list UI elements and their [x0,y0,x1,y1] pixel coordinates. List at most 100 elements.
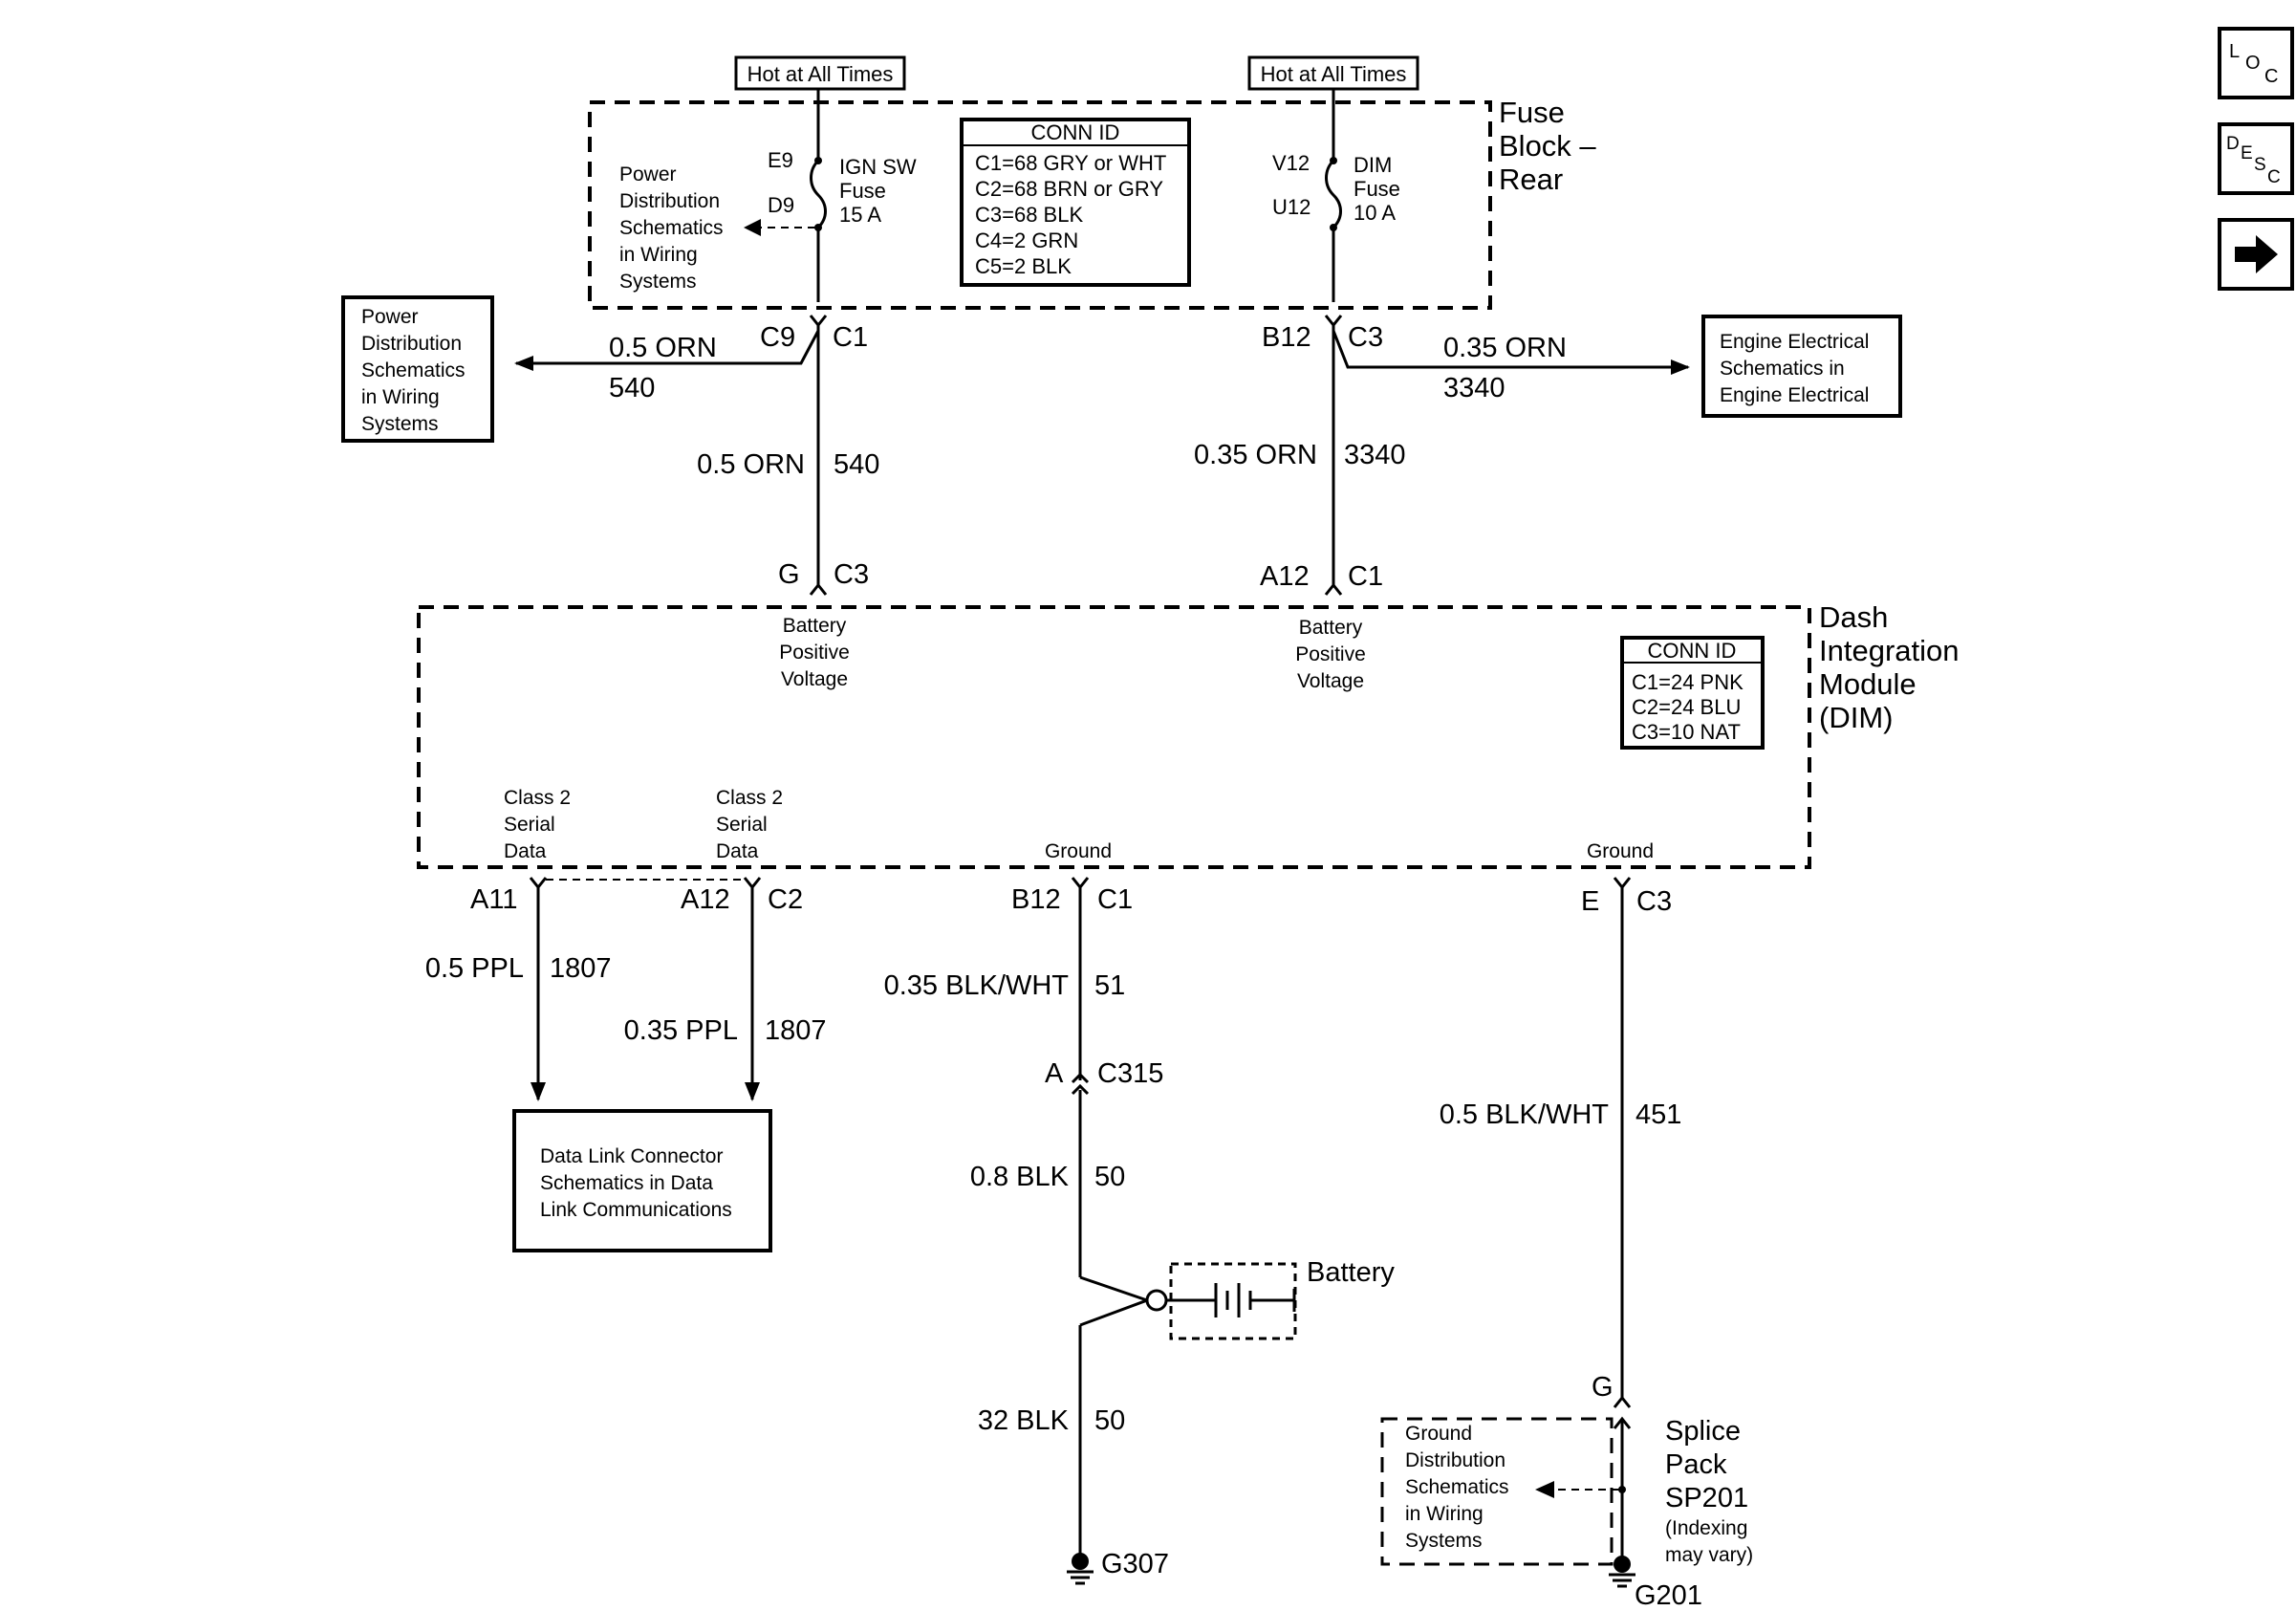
splice-node-icon [1618,1486,1626,1493]
ground-distribution-ref[interactable]: Ground Distribution Schematics in Wiring… [1405,1423,1509,1552]
conn-id-row: C3=10 NAT [1632,720,1741,744]
connector-pin-icon [1071,1083,1090,1096]
power-ref-box-line: Systems [361,413,439,435]
wire-color-label: 0.35 PPL [624,1015,738,1046]
conn-id-row: C5=2 BLK [975,254,1072,278]
battery: Battery [1166,1257,1395,1340]
engine-electrical-ref-box[interactable]: Engine Electrical Schematics in Engine E… [1701,315,1902,418]
pin-c9-label: C9 [760,322,795,353]
connector-pin-icon [529,877,548,890]
lower-wiring: A11 A12 C2 B12 C1 E C3 0.5 PPL 1807 0.35… [425,877,1753,1611]
power-ref-line: Schematics [619,217,724,239]
power-ref-box-outline [341,295,494,443]
desc-icon: D E S C [2226,134,2281,187]
connector-c3-label: C3 [1348,322,1383,353]
fuse-block-title-line: Block – [1499,129,1596,163]
pin-b12-label: B12 [1262,322,1311,353]
ground-ref-line: Schematics [1405,1476,1509,1498]
power-ref-box-line: Power [361,306,419,328]
loc-button-frame [2218,27,2294,99]
circuit-number-label: 451 [1635,1099,1681,1130]
dim-fuse-label: Fuse [1354,177,1400,201]
conn-id-title: CONN ID [1648,639,1737,663]
pin-e-label: E [1581,886,1599,917]
circuit-number-label: 51 [1094,970,1125,1001]
loc-button[interactable]: L O C [2218,27,2294,99]
battery-positive-voltage-left: Battery Positive Voltage [779,615,850,690]
pin-g-label: G [1592,1372,1614,1403]
wire-color-label: 0.5 ORN [609,333,717,363]
data-link-connector-ref-box[interactable]: Data Link Connector Schematics in Data L… [512,1109,772,1252]
connector-pin-icon [743,877,762,890]
class-2-serial-data-a12: Class 2 Serial Data [716,787,783,862]
connector-pin-icon [1613,1395,1632,1408]
conn-id-row: C2=24 BLU [1632,695,1741,719]
conn-id-row: C1=24 PNK [1632,670,1744,694]
power-ref-box-line: in Wiring [361,386,440,408]
splice-pack-title: Pack [1665,1449,1727,1480]
splice-pack-title: Splice [1665,1416,1741,1447]
splice-pack-title: SP201 [1665,1483,1748,1513]
battery-junction-wire [1079,1275,1152,1327]
conn-id-row: C2=68 BRN or GRY [975,177,1163,201]
class-2-serial-data-a11: Class 2 Serial Data [504,787,571,862]
power-ref-box-line: Schematics [361,359,466,381]
power-ref-box-line: Distribution [361,333,462,355]
wire-3340-branch [1332,330,1690,375]
svg-text:S: S [2254,155,2266,175]
connector-c1-label: C1 [1348,561,1383,592]
ground-g307-label: G307 [1101,1549,1169,1579]
connector-c2-label: C2 [768,884,803,915]
wire-color-label: 0.35 BLK/WHT [884,970,1070,1001]
circuit-number-label: 1807 [765,1015,827,1046]
circuit-number-label: 540 [834,449,879,480]
connector-c3-label: C3 [1636,886,1672,917]
ign-sw-fuse-label: Fuse [839,179,886,203]
dash-integration-module: Dash Integration Module (DIM) Battery Po… [417,600,1960,869]
dim-output-label: Data [504,840,547,862]
power-ref-line: Power [619,163,677,185]
dim-input-label: Voltage [1297,670,1364,692]
conn-id-title: CONN ID [1031,120,1120,144]
dim-input-label: Positive [1295,643,1366,665]
loc-icon: L O C [2229,41,2278,87]
circuit-number-label: 50 [1094,1405,1125,1436]
wire-color-label: 0.35 ORN [1443,333,1567,363]
svg-text:E: E [2241,143,2253,163]
circuit-number-label: 50 [1094,1162,1125,1192]
svg-text:L: L [2229,41,2240,62]
power-distribution-ref-box[interactable]: Power Distribution Schematics in Wiring … [341,295,494,443]
next-button[interactable] [2218,218,2294,291]
dlc-ref-box-line: Link Communications [540,1199,732,1221]
fuse-block-title-line: Fuse [1499,96,1565,129]
fuse-block-rear: Fuse Block – Rear Hot at All Times Hot a… [588,55,1596,310]
ground-ref-line: Distribution [1405,1449,1505,1471]
connector-pin-icon [809,315,828,328]
battery-positive-voltage-right: Battery Positive Voltage [1295,617,1366,692]
connector-pin-icon [1324,315,1343,328]
dim-title-line: Module [1819,667,1917,701]
fuse-block-outline [588,100,1492,310]
desc-button[interactable]: D E S C [2218,122,2294,195]
engine-ref-box-line: Schematics in [1720,358,1845,380]
power-distribution-ref-inner[interactable]: Power Distribution Schematics in Wiring … [619,163,724,293]
dim-input-label: Battery [783,615,847,637]
power-ref-line: Distribution [619,190,720,212]
hot-at-all-times-label-right: Hot at All Times [1261,62,1407,86]
dlc-ref-box-outline [512,1109,772,1252]
circuit-number-label: 1807 [550,953,612,984]
wire-color-label: 0.5 ORN [697,449,805,480]
upper-wiring: C9 C1 B12 C3 0.5 ORN 540 0.5 ORN 540 0.3… [341,295,1902,596]
connector-c1-label: C1 [1097,884,1133,915]
ground-ref-line: Ground [1405,1423,1472,1445]
svg-text:C: C [2267,167,2281,187]
dim-output-label: Serial [504,814,555,836]
wire-color-label: 0.5 BLK/WHT [1440,1099,1610,1130]
pin-g-label: G [778,559,800,590]
splice-pack-note: (Indexing [1665,1517,1747,1539]
ground-point-icon [1072,1553,1089,1570]
hot-at-all-times-box-left [734,55,906,91]
dim-title: Dash Integration Module (DIM) [1819,600,1960,734]
svg-text:C: C [2264,66,2278,87]
pin-d9-label: D9 [768,193,794,217]
